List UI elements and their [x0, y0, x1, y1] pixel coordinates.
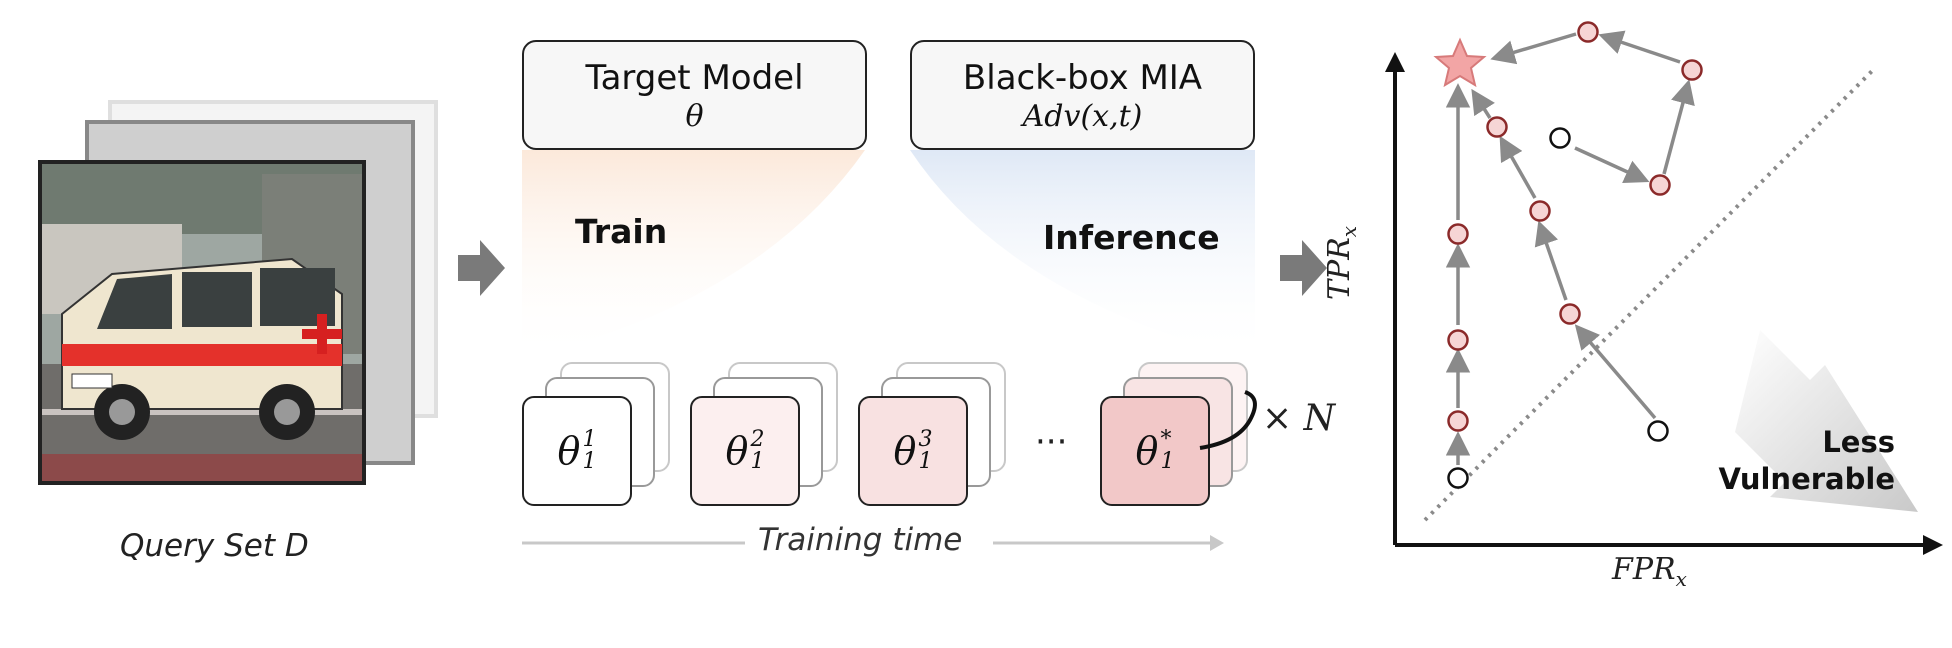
flow-arrow-2 — [1280, 240, 1327, 296]
repeat-label: × N — [1262, 398, 1336, 439]
train-label: Train — [575, 212, 668, 251]
x-axis-label: FPRx — [1612, 552, 1687, 591]
flow-arrow-1 — [458, 240, 505, 296]
ellipsis: ··· — [1035, 422, 1068, 462]
less-vulnerable-label: Less Vulnerable — [1718, 425, 1895, 496]
optimal-star-icon — [1433, 37, 1487, 88]
inference-gradient — [910, 150, 1255, 360]
inference-label: Inference — [1043, 218, 1220, 257]
y-axis-label: TPRx — [1322, 225, 1361, 300]
query-set-label: Query Set D — [120, 528, 309, 564]
target-model-param: θ — [685, 99, 704, 134]
less-vulnerable-arrow — [1735, 330, 1918, 512]
blackbox-mia-param: Adv(x,t) — [1022, 99, 1143, 134]
target-model-title: Target Model — [585, 58, 804, 98]
training-time-label: Training time — [758, 522, 963, 558]
target-model-box: Target Model θ — [522, 40, 867, 150]
blackbox-mia-box: Black-box MIA Adv(x,t) — [910, 40, 1255, 150]
blackbox-mia-title: Black-box MIA — [962, 58, 1203, 98]
train-gradient — [522, 150, 865, 360]
ambulance-image — [42, 164, 362, 481]
random-guess-line — [1423, 66, 1877, 522]
query-photo-front — [38, 160, 366, 485]
checkpoint-final: θ*1 — [1100, 396, 1210, 506]
